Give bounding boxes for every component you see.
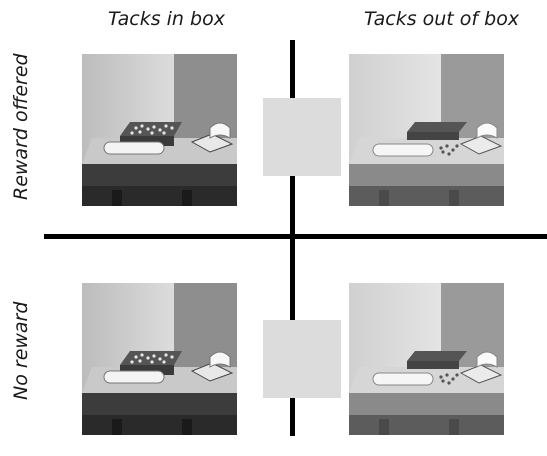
gray-patch-top <box>263 98 341 176</box>
candle-box-illustration <box>349 283 504 435</box>
gray-patch-bottom <box>263 320 341 398</box>
horizontal-divider <box>44 234 547 239</box>
row-label-reward-offered: Reward offered <box>10 53 32 200</box>
column-label-tacks-out-of-box: Tacks out of box <box>364 8 520 30</box>
candle-box-illustration <box>82 54 237 206</box>
row-label-no-reward: No reward <box>10 301 32 400</box>
column-label-tacks-in-box: Tacks in box <box>108 8 225 30</box>
scene-no-reward-tacks-in-box <box>82 283 237 435</box>
candle-box-illustration <box>349 54 504 206</box>
scene-reward-tacks-in-box <box>82 54 237 206</box>
scene-no-reward-tacks-out-of-box <box>349 283 504 435</box>
scene-reward-tacks-out-of-box <box>349 54 504 206</box>
candle-box-illustration <box>82 283 237 435</box>
